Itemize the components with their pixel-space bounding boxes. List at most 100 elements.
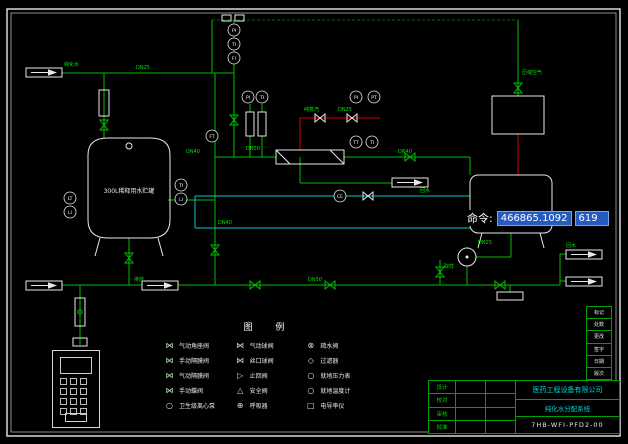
legend-grid: ⋈气动角座阀 ⋈手动隔膜阀 ⋈气动隔膜阀 ⋈手动蝶阀 ○卫生级离心泵 ⋈气动球阀… — [163, 338, 375, 416]
cabinet-display — [60, 357, 92, 374]
valve-symbol-icon: ⋈ — [234, 341, 247, 350]
pipe-tag: 回水 — [566, 242, 576, 249]
legend: 图 例 ⋈气动角座阀 ⋈手动隔膜阀 ⋈气动隔膜阀 ⋈手动蝶阀 ○卫生级离心泵 ⋈… — [163, 320, 375, 416]
legend-item: ○就地压力表 — [304, 368, 374, 383]
revision-cell: 处数 — [587, 319, 611, 331]
cabinet-slot — [65, 413, 87, 422]
revision-cell: 版次 — [587, 368, 611, 379]
drain-box — [497, 292, 523, 300]
legend-item: ⋈丝口球阀 — [234, 353, 304, 368]
pipe-tag: DN25 — [478, 240, 492, 246]
valve-symbol-icon: ⋈ — [163, 356, 176, 365]
legend-label: 就地压力表 — [320, 371, 350, 380]
valve-symbol-icon: ⋈ — [234, 356, 247, 365]
pipe-tag: 纯化水 — [64, 61, 79, 68]
instrument-bubble: PT — [368, 91, 380, 103]
tank-label: 300L稀释用水贮罐 — [104, 187, 155, 195]
safety-valve-symbol-icon: △ — [234, 386, 247, 395]
pipe-tag: 纯蒸汽 — [304, 106, 319, 113]
pipe-tag: DN40 — [186, 149, 200, 155]
legend-label: 就地温度计 — [320, 386, 350, 395]
instrument-tag: PI — [232, 28, 236, 34]
instrument-tag: FT — [209, 134, 215, 140]
revision-cell: 更改 — [587, 331, 611, 343]
instrument-tag: LI — [68, 210, 72, 216]
filter-b — [258, 112, 266, 136]
steam-piping — [300, 118, 518, 175]
instrument-tag: LI — [179, 197, 183, 203]
instrument-tag: TI — [231, 42, 236, 48]
instrument-tag: PI — [246, 95, 250, 101]
legend-label: 电导率仪 — [320, 401, 344, 410]
revision-cell: 日期 — [587, 356, 611, 368]
legend-item: ⋈手动蝶阀 — [163, 383, 233, 398]
legend-item: △安全阀 — [234, 383, 304, 398]
breather-symbol-icon: ⊕ — [234, 401, 247, 410]
instrument-bubble: LI — [64, 206, 76, 218]
flow-arrows — [26, 68, 602, 290]
coordinate-y-input[interactable]: 619 — [575, 211, 609, 226]
flow-arrow-right-1 — [566, 250, 602, 259]
pipe-tag: 压缩空气 — [522, 69, 542, 76]
flow-arrow-bottom-left — [26, 281, 62, 290]
pipe-tag: 排放 — [134, 276, 144, 283]
check-valve-symbol-icon: ▷ — [234, 371, 247, 380]
legend-label: 手动蝶阀 — [179, 386, 203, 395]
instrument-bubble: TI — [366, 136, 378, 148]
legend-item: ⋈手动隔膜阀 — [163, 353, 233, 368]
flow-arrow-inlet — [26, 68, 62, 77]
return-piping — [195, 196, 470, 228]
instrument-tag: CE — [337, 194, 343, 200]
legend-item: ⊕呼吸器 — [234, 398, 304, 413]
pipe-tags: 纯化水 DN25 DN40 DN50 纯蒸汽 DN25 DN40 回水 DN40… — [64, 61, 576, 283]
instrument-bubble: TT — [350, 136, 362, 148]
title-block-main: 医药工程设备有限公司 纯化水分配系统 7HB-WFI-PFD2-00 — [516, 381, 619, 433]
legend-label: 气动角座阀 — [179, 341, 209, 350]
legend-label: 呼吸器 — [250, 401, 268, 410]
pipe-tag: DN25 — [338, 107, 352, 113]
storage-tank — [88, 138, 170, 256]
drawing-number: 7HB-WFI-PFD2-00 — [516, 417, 619, 433]
instrument-bubble: CE — [334, 190, 346, 202]
legend-label: 疏水阀 — [320, 341, 338, 350]
valve-symbol-icon: ⋈ — [163, 341, 176, 350]
revision-strip: 标记 处数 更改 签字 日期 版次 — [586, 306, 612, 380]
centrifugal-pump — [458, 248, 476, 266]
legend-item: ○卫生级离心泵 — [163, 398, 233, 413]
instrument-bubble: LT — [64, 192, 76, 204]
legend-item: ⋈气动隔膜阀 — [163, 368, 233, 383]
instrument-bubble: FI — [228, 52, 240, 64]
legend-item: ⊗疏水阀 — [304, 338, 374, 353]
filter-symbol-icon: ◇ — [304, 356, 317, 365]
instrument-tag: TI — [178, 183, 183, 189]
pipe-tag: DN50 — [308, 277, 322, 283]
instrument-bubble: LI — [175, 193, 187, 205]
coordinate-x-input[interactable]: 466865.1092 — [497, 211, 572, 226]
conductivity-symbol-icon: □ — [304, 401, 317, 410]
instrument-bubble: PI — [350, 91, 362, 103]
command-prompt-label: 命令: — [466, 210, 494, 226]
instrument-bubble: FT — [206, 130, 218, 142]
pipe-tag: DN25 — [136, 65, 150, 71]
pipe-tag: DN50 — [246, 146, 260, 152]
instrument-bubble: TI — [228, 38, 240, 50]
flow-arrow-mid-right — [392, 178, 428, 187]
legend-item: ⋈气动球阀 — [234, 338, 304, 353]
instrument-bubble: PI — [242, 91, 254, 103]
pump-symbol-icon: ○ — [163, 401, 176, 410]
cabinet-buttons — [60, 378, 92, 415]
instrument-tag: PT — [371, 95, 377, 101]
legend-label: 丝口球阀 — [250, 356, 274, 365]
title-block-signoff: 设计 校对 审核 批准 — [429, 381, 516, 433]
pipe-tag: DN40 — [398, 149, 412, 155]
legend-label: 气动球阀 — [250, 341, 274, 350]
trap-symbol-icon: ⊗ — [304, 341, 317, 350]
legend-label: 气动隔膜阀 — [179, 371, 209, 380]
signoff-label: 设计 — [429, 381, 456, 393]
pipe-tag: 回水 — [420, 187, 430, 194]
legend-label: 手动隔膜阀 — [179, 356, 209, 365]
filter-a — [246, 112, 254, 136]
control-cabinet — [52, 350, 100, 428]
signoff-label: 校对 — [429, 394, 456, 406]
